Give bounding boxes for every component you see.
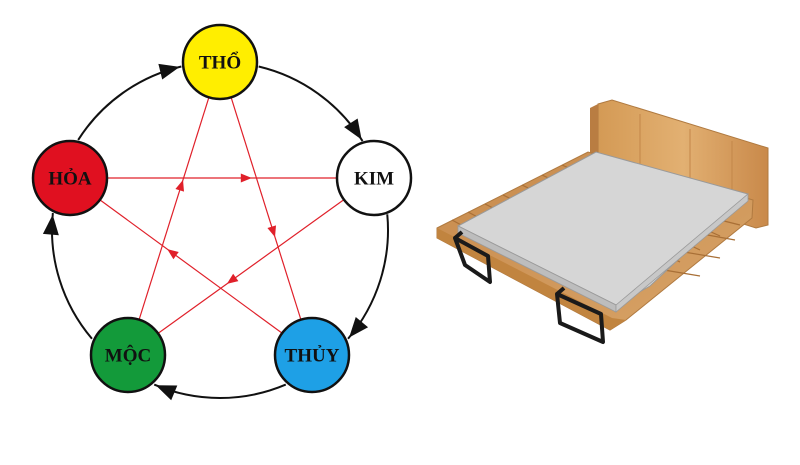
generating-arc-hoa-tho	[77, 65, 182, 141]
controlling-arrowhead-hoa	[167, 249, 179, 260]
node-kim-label: KIM	[354, 169, 394, 190]
generating-arc-moc-hoa	[51, 212, 93, 340]
node-kim-circle	[335, 139, 413, 217]
bed-legs	[453, 230, 605, 344]
controlling-arrowhead-tho	[175, 179, 185, 192]
bed-mattress	[456, 151, 749, 313]
node-tho: THỔ	[181, 23, 259, 101]
node-kim: KIM	[335, 139, 413, 217]
generating-arc-kim-thuy	[347, 214, 389, 340]
element-nodes: THỔ KIM THỦY MỘC HỎA	[31, 23, 413, 394]
node-hoa: HỎA	[31, 139, 109, 217]
generating-arrowhead-moc	[155, 385, 178, 401]
controlling-arrowhead-thuy	[267, 225, 277, 238]
generating-arrowhead-kim	[344, 118, 362, 140]
controlling-cycle	[69, 61, 375, 356]
controlling-line-moc-tho	[127, 61, 221, 356]
node-tho-label: THỔ	[199, 52, 241, 74]
node-hoa-circle	[31, 139, 109, 217]
controlling-arrowhead-kim	[240, 173, 252, 183]
generating-arrowhead-tho	[158, 63, 180, 80]
generating-arrowhead-hoa	[42, 214, 59, 236]
five-elements-diagram: THỔ KIM THỦY MỘC HỎA	[31, 23, 413, 401]
node-moc-label: MỘC	[105, 345, 151, 367]
controlling-line-kim-moc	[127, 177, 375, 356]
bed-leg-front-left	[453, 236, 492, 284]
node-thuy: THỦY	[273, 316, 351, 394]
node-moc-circle	[89, 316, 167, 394]
controlling-line-thuy-hoa	[69, 177, 313, 356]
controlling-arrowhead-moc	[226, 273, 239, 284]
node-tho-circle	[181, 23, 259, 101]
node-moc: MỘC	[89, 316, 167, 394]
node-hoa-label: HỎA	[48, 168, 92, 190]
bed-leg-front-right	[555, 292, 605, 344]
generating-arrowhead-thuy	[349, 316, 369, 338]
node-thuy-circle	[273, 316, 351, 394]
generating-cycle	[42, 63, 389, 401]
node-thuy-label: THỦY	[285, 345, 340, 367]
generating-arc-tho-kim	[258, 65, 364, 142]
bed-illustration	[436, 99, 769, 344]
controlling-line-tho-thuy	[219, 61, 313, 356]
